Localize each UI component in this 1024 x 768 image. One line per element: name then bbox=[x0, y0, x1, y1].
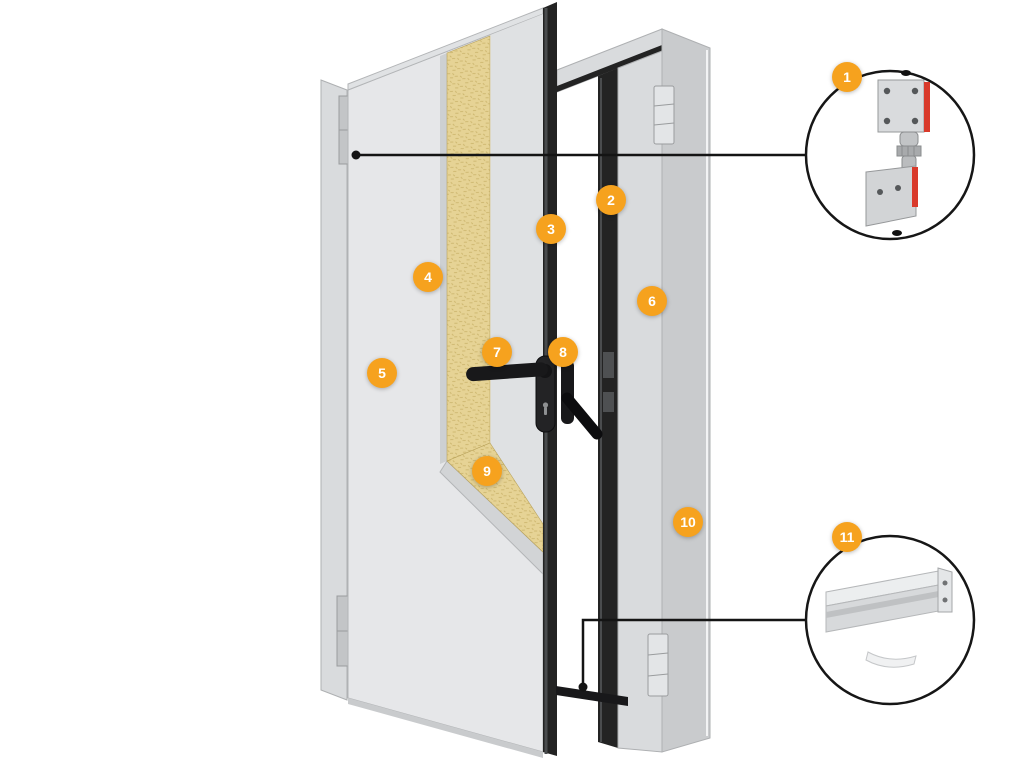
callout-marker-2: 2 bbox=[596, 185, 626, 215]
hinge-lower-leaf bbox=[865, 165, 917, 227]
outside-handle-plate bbox=[561, 360, 574, 424]
frame-hinge-top bbox=[653, 85, 675, 145]
callout-marker-1: 1 bbox=[832, 62, 862, 92]
frame-hinge-bottom bbox=[647, 633, 669, 697]
callout-lines bbox=[351, 150, 808, 692]
profile-gasket-strip bbox=[865, 651, 917, 668]
callout-marker-6: 6 bbox=[637, 286, 667, 316]
keyhole bbox=[542, 402, 549, 408]
hinge-adjust-nut bbox=[896, 145, 922, 157]
profile-groove bbox=[826, 590, 944, 618]
cutaway-trim-vertical bbox=[440, 53, 447, 464]
handle-lever bbox=[466, 362, 548, 382]
profile-end-cap bbox=[937, 567, 953, 613]
hinge-upper-plate bbox=[877, 79, 925, 133]
hinge-barrel bbox=[899, 131, 919, 147]
callout-marker-10: 10 bbox=[673, 507, 703, 537]
callout-marker-8: 8 bbox=[548, 337, 578, 367]
jamb-outer-face bbox=[661, 28, 711, 753]
callout-marker-5: 5 bbox=[367, 358, 397, 388]
hinge-detail-inset bbox=[804, 69, 976, 241]
door-leaf bbox=[347, 2, 557, 758]
callout-marker-3: 3 bbox=[536, 214, 566, 244]
drop-seal bbox=[556, 686, 628, 706]
callout-marker-11: 11 bbox=[832, 522, 862, 552]
insulation-vertical bbox=[446, 35, 491, 462]
door-handle bbox=[466, 355, 603, 440]
header-seal bbox=[557, 45, 662, 92]
callout-marker-9: 9 bbox=[472, 456, 502, 486]
leaf-bottom-edge bbox=[348, 698, 543, 758]
door-frame-hinge-side bbox=[320, 79, 352, 701]
outside-handle-lever bbox=[561, 392, 603, 440]
door-frame-lock-side bbox=[598, 28, 711, 753]
callout-marker-4: 4 bbox=[413, 262, 443, 292]
strike-plate-latch bbox=[603, 352, 614, 378]
bottom-profile-detail-inset bbox=[804, 534, 976, 706]
callout-marker-7: 7 bbox=[482, 337, 512, 367]
strike-plate-bolt bbox=[603, 392, 614, 412]
leaf-inner-sheet bbox=[490, 14, 543, 524]
